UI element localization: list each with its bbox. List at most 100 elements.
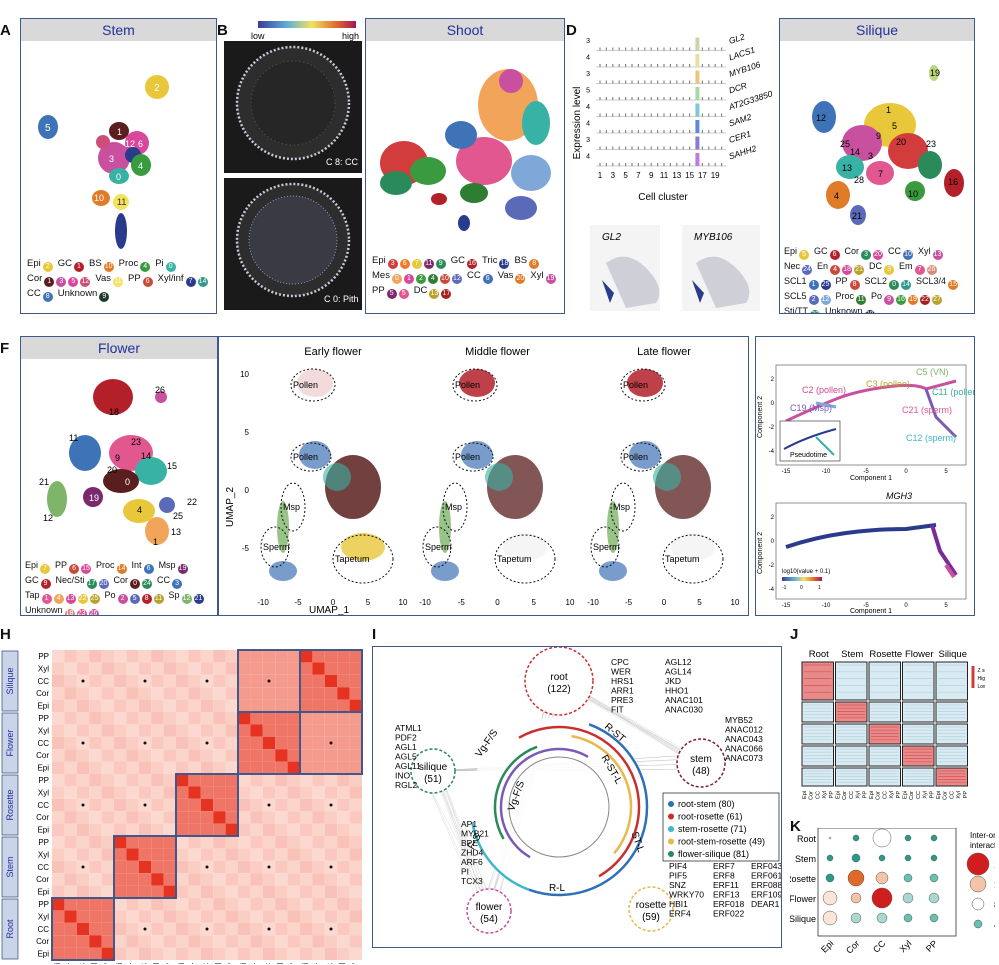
f-xtick: -10 xyxy=(257,598,269,607)
h-row-cell-label: PP xyxy=(38,652,49,661)
i-gene-root-2: HHO1 xyxy=(665,686,689,696)
h-cell xyxy=(114,724,127,737)
h-row-organ-label: Root xyxy=(5,919,15,939)
h-cell xyxy=(101,786,114,799)
g-top-xtick: -15 xyxy=(782,469,791,475)
f-legend-label: Nec/Sti xyxy=(55,575,85,585)
h-cell xyxy=(138,848,152,861)
h-cell xyxy=(238,935,251,948)
i-gene-stem: ANAC073 xyxy=(725,753,763,763)
i-gene-stem: ANAC043 xyxy=(725,734,763,744)
h-cell xyxy=(213,860,226,874)
h-cell xyxy=(238,724,251,737)
h-cell xyxy=(76,885,90,898)
c-legend-label: CC xyxy=(466,270,481,281)
c-legend-label: Mes xyxy=(372,270,390,281)
k-legend-bubble xyxy=(971,897,985,911)
h-cell xyxy=(89,910,102,923)
d-violin xyxy=(644,113,646,117)
h-cell xyxy=(200,699,214,712)
e-cluster-dot: 18 xyxy=(842,265,853,275)
d-violin xyxy=(689,163,691,166)
h-cell xyxy=(287,712,300,725)
h-cell xyxy=(300,749,313,762)
h-cell xyxy=(138,687,152,700)
h-cell xyxy=(163,910,176,923)
h-cell xyxy=(312,662,325,675)
h-cell xyxy=(312,898,325,911)
a-cluster-dot: 12 xyxy=(80,277,91,287)
d-violin xyxy=(676,163,678,166)
h-cell xyxy=(287,836,300,849)
d-xtick: 19 xyxy=(711,171,720,180)
e-legend-label: PP xyxy=(835,276,848,286)
d-violin xyxy=(612,113,614,117)
h-cell xyxy=(337,674,350,688)
h-cell xyxy=(213,724,226,737)
g-bottom-ytick: -2 xyxy=(769,563,775,569)
h-cell xyxy=(312,724,325,737)
d-violin xyxy=(618,97,620,100)
h-cell xyxy=(324,885,338,898)
i-gene-silique: RGL2 xyxy=(395,780,417,790)
j-block xyxy=(868,701,901,723)
d-gene-label: LACS1 xyxy=(728,44,757,62)
i-gene-rosette-2: ERF7 xyxy=(713,861,735,871)
h-cell xyxy=(349,699,362,712)
i-legend-label: stem-rosette (71) xyxy=(678,824,747,834)
h-cell xyxy=(337,848,350,861)
f-pollen-cluster xyxy=(459,369,495,397)
d-violin xyxy=(599,113,601,117)
d-violin xyxy=(599,130,601,133)
h-cell xyxy=(225,860,238,874)
e-legend-label: Po xyxy=(871,291,883,301)
e-cluster-dot: 0 xyxy=(889,280,900,290)
i-organ-node-name: silique xyxy=(419,762,448,773)
d-violin xyxy=(650,97,652,100)
i-gene-stem: ANAC066 xyxy=(725,744,763,754)
d-violin xyxy=(650,146,652,150)
h-cell xyxy=(200,811,214,824)
f-region-label: Pollen xyxy=(623,452,648,462)
h-cell xyxy=(176,699,189,712)
h-cell xyxy=(101,811,114,824)
d-violin xyxy=(663,47,665,51)
h-cell xyxy=(337,873,350,886)
h-row-organ-label: Silique xyxy=(5,667,15,694)
a-legend-label: PP xyxy=(127,273,141,284)
a-cluster-dot: 4 xyxy=(140,262,151,272)
k-legend-value: 160 xyxy=(994,860,995,870)
d-violin xyxy=(701,97,703,100)
h-cell xyxy=(225,736,238,750)
a-cluster-dot: 6 xyxy=(142,277,153,287)
h-cell xyxy=(349,774,362,787)
h-cell xyxy=(250,885,263,898)
f-cluster-dot: 26 xyxy=(88,609,99,615)
a-legend-label: Cor xyxy=(27,273,43,284)
a-cluster-dot: 3 xyxy=(56,277,67,287)
d-violin xyxy=(714,113,716,117)
i-gene-rosette-1: ERF4 xyxy=(669,909,691,919)
h-cell xyxy=(225,650,238,663)
c-cluster-dot: 7 xyxy=(411,259,422,269)
i-organ-node-name: stem xyxy=(690,754,712,765)
a-label-1: 1 xyxy=(117,127,122,137)
d-row-ytick: 4 xyxy=(586,154,590,161)
g-top-xtick: -10 xyxy=(822,469,831,475)
d-violin xyxy=(657,64,659,67)
h-cell xyxy=(250,662,263,675)
panel-k-bubble: RootStemRosetteFlowerSiliqueEpiCorCCXylP… xyxy=(790,828,995,964)
h-cell xyxy=(101,749,114,762)
g-label-c21: C21 (sperm) xyxy=(902,405,952,415)
d-violin xyxy=(650,47,652,51)
h-significance-dot xyxy=(329,803,333,807)
h-row-cell-label: PP xyxy=(38,776,49,785)
f-region-label: Sperm xyxy=(263,542,290,552)
j-cell-label: Xyl xyxy=(923,791,929,799)
h-cell xyxy=(213,749,226,762)
